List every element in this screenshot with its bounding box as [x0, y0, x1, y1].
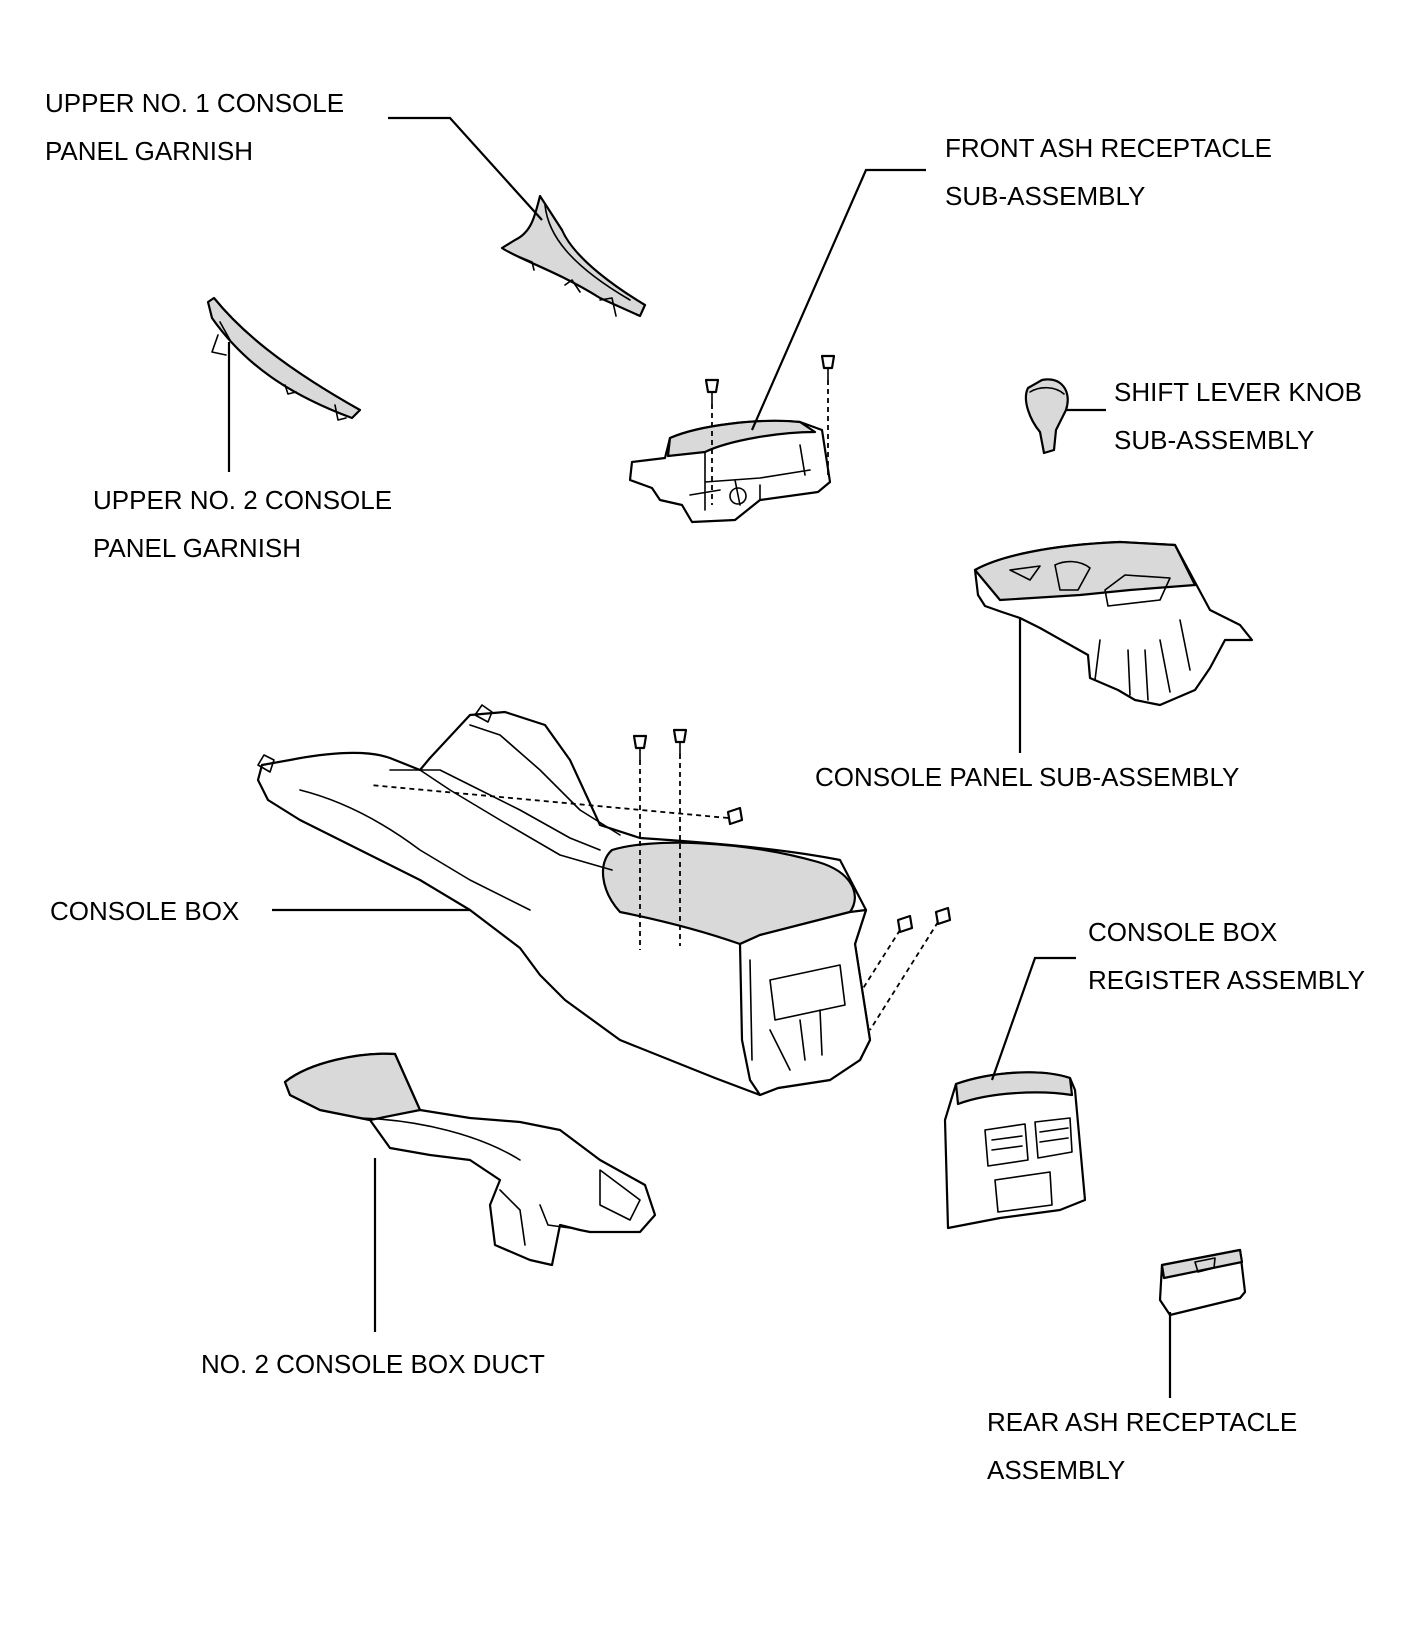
label-line: CONSOLE BOX [1088, 917, 1278, 947]
label-line: REAR ASH RECEPTACLE [987, 1407, 1298, 1437]
label-rear-ash-receptacle: REAR ASH RECEPTACLE ASSEMBLY [987, 1398, 1297, 1494]
label-line: PANEL GARNISH [93, 533, 302, 563]
label-upper-no2-console-panel-garnish: UPPER NO. 2 CONSOLE PANEL GARNISH [93, 476, 392, 572]
label-line: SUB-ASSEMBLY [1114, 425, 1315, 455]
label-line: UPPER NO. 2 CONSOLE [93, 485, 393, 515]
label-line: CONSOLE BOX [50, 896, 240, 926]
front-ash-screws [704, 354, 836, 505]
label-front-ash-receptacle: FRONT ASH RECEPTACLE SUB-ASSEMBLY [945, 124, 1272, 220]
console-box-drawing [256, 704, 872, 1097]
label-upper-no1-console-panel-garnish: UPPER NO. 1 CONSOLE PANEL GARNISH [45, 79, 344, 175]
upper-no2-garnish-drawing [206, 296, 362, 421]
label-shift-lever-knob: SHIFT LEVER KNOB SUB-ASSEMBLY [1114, 368, 1362, 464]
label-line: UPPER NO. 1 CONSOLE [45, 88, 345, 118]
console-box-screws [369, 728, 952, 1031]
console-panel-drawing [973, 540, 1254, 707]
label-line: FRONT ASH RECEPTACLE [945, 133, 1272, 163]
rear-ash-drawing [1158, 1248, 1247, 1317]
label-line: SUB-ASSEMBLY [945, 181, 1146, 211]
label-line: ASSEMBLY [987, 1455, 1126, 1485]
label-line: SHIFT LEVER KNOB [1114, 377, 1363, 407]
label-console-panel-sub-assembly: CONSOLE PANEL SUB-ASSEMBLY [815, 753, 1239, 801]
label-line: NO. 2 CONSOLE BOX DUCT [201, 1349, 545, 1379]
upper-no1-garnish-drawing [500, 194, 647, 318]
leader-lines [227, 116, 1172, 1398]
label-line: CONSOLE PANEL SUB-ASSEMBLY [815, 762, 1240, 792]
duct-drawing [283, 1052, 657, 1267]
shift-knob-drawing [1024, 378, 1069, 455]
front-ash-receptacle-drawing [628, 419, 832, 524]
label-line: REGISTER ASSEMBLY [1088, 965, 1365, 995]
register-drawing [943, 1071, 1087, 1230]
label-console-box: CONSOLE BOX [50, 887, 239, 935]
label-line: PANEL GARNISH [45, 136, 254, 166]
label-console-box-register: CONSOLE BOX REGISTER ASSEMBLY [1088, 908, 1365, 1004]
label-no2-console-box-duct: NO. 2 CONSOLE BOX DUCT [201, 1340, 545, 1388]
